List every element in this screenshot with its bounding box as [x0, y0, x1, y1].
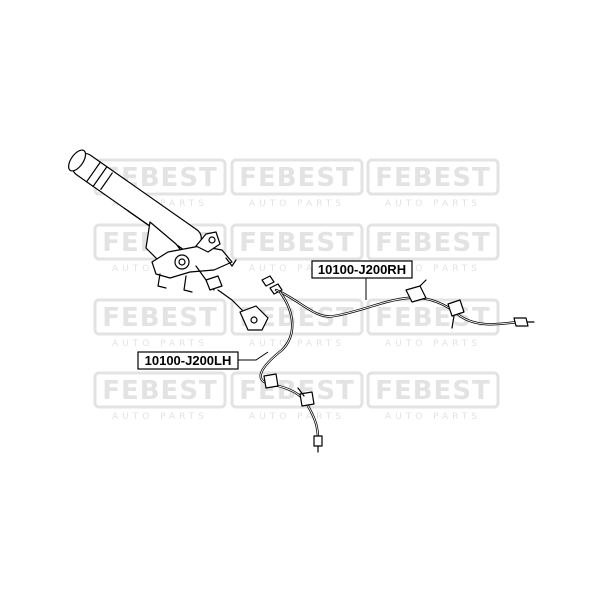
- watermark-logo: FEBEST AUTO PARTS: [230, 223, 364, 274]
- pivot-bolt: [174, 254, 190, 270]
- watermark-logo: FEBEST AUTO PARTS: [366, 371, 500, 422]
- support-bolt: [208, 236, 216, 244]
- watermark-tagline: AUTO PARTS: [249, 412, 345, 422]
- watermark-logo: FEBEST AUTO PARTS: [230, 158, 364, 209]
- mount-stud: [225, 257, 237, 267]
- brake-cable-rh: [261, 275, 535, 329]
- adjuster-nut: [205, 275, 223, 291]
- watermark-tagline: AUTO PARTS: [385, 339, 481, 349]
- cable-end-fitting: [269, 283, 283, 295]
- cable-equalizer: [239, 305, 269, 331]
- watermark-brand: FEBEST: [239, 163, 355, 193]
- cable-end-fitting: [261, 275, 275, 287]
- watermark-brand: FEBEST: [375, 228, 491, 258]
- cable-clip: [405, 285, 427, 303]
- watermark-brand: FEBEST: [102, 303, 218, 333]
- watermark-tagline: AUTO PARTS: [249, 199, 345, 209]
- mount-stud: [157, 273, 167, 289]
- lever-support-arm: [195, 231, 221, 253]
- watermark-logo: FEBEST AUTO PARTS: [366, 223, 500, 274]
- part-number-rh: 10100-J200RH: [318, 262, 406, 277]
- watermark-brand: FEBEST: [375, 163, 491, 193]
- watermark-logo: FEBEST AUTO PARTS: [93, 371, 227, 422]
- cable-clip: [419, 279, 427, 287]
- watermark-brand: FEBEST: [102, 376, 218, 406]
- equalizer-pin: [250, 316, 258, 324]
- pivot-bolt-center: [178, 258, 186, 266]
- watermark-tagline: AUTO PARTS: [385, 412, 481, 422]
- equalizer-rod: [217, 289, 245, 313]
- watermark-brand: FEBEST: [375, 376, 491, 406]
- cable-clip: [451, 315, 455, 329]
- watermark-logo: FEBEST AUTO PARTS: [230, 371, 364, 422]
- cable-clip: [263, 373, 279, 389]
- watermark-tagline: AUTO PARTS: [385, 199, 481, 209]
- watermark-tagline: AUTO PARTS: [112, 339, 208, 349]
- watermark-tagline: AUTO PARTS: [112, 412, 208, 422]
- lever-pivot-bracket: [151, 245, 233, 279]
- watermark-brand: FEBEST: [375, 303, 491, 333]
- leader-line-lh: [238, 351, 269, 361]
- cable-clip: [447, 299, 465, 317]
- part-label-rh: 10100-J200RH: [311, 260, 413, 279]
- watermark-tagline: AUTO PARTS: [385, 264, 481, 274]
- mount-stud: [183, 275, 193, 293]
- leader-lines: [238, 275, 367, 361]
- watermark-brand: FEBEST: [239, 376, 355, 406]
- brake-cable-lh: [259, 290, 323, 453]
- watermark-brand: FEBEST: [239, 228, 355, 258]
- part-label-lh: 10100-J200LH: [137, 351, 239, 370]
- watermark-logo: FEBEST AUTO PARTS: [93, 298, 227, 349]
- cable-end-rh: [513, 317, 529, 327]
- watermark-logo: FEBEST AUTO PARTS: [366, 158, 500, 209]
- watermark-logo: FEBEST AUTO PARTS: [366, 298, 500, 349]
- cable-end-lh: [313, 435, 323, 447]
- part-number-lh: 10100-J200LH: [145, 353, 232, 368]
- watermark-tagline: AUTO PARTS: [249, 339, 345, 349]
- watermark-grid: FEBEST AUTO PARTS FEBEST AUTO PARTS FEBE…: [93, 158, 500, 422]
- watermark-tagline: AUTO PARTS: [249, 264, 345, 274]
- parking-brake-lever-assembly: [68, 149, 269, 331]
